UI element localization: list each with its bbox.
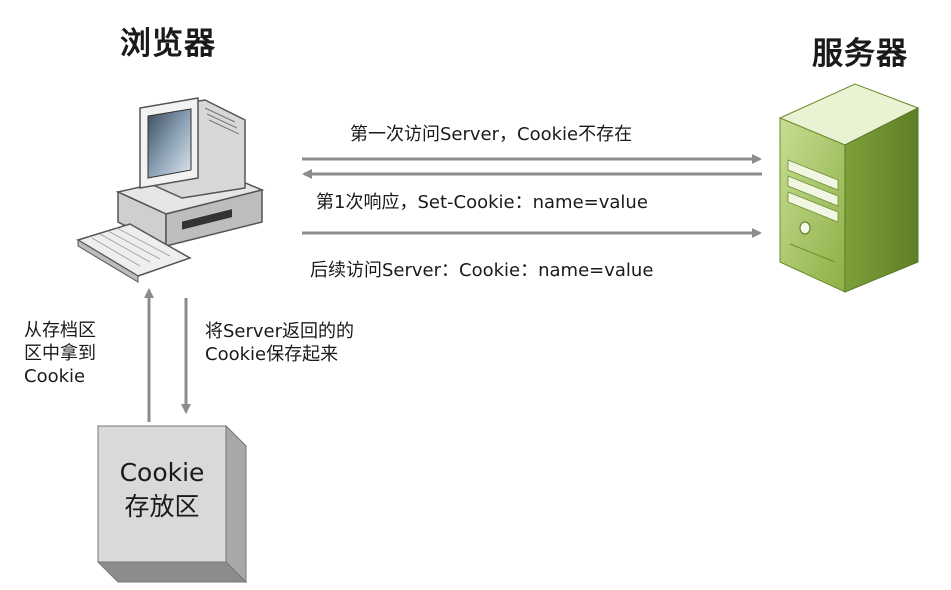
box-line-2: 存放区 [124, 492, 200, 521]
save-line-2: Cookie保存起来 [205, 344, 339, 365]
first-response-label: 第1次响应，Set-Cookie：name=value [316, 192, 648, 213]
server-tower-icon [778, 83, 920, 293]
later-request-label: 后续访问Server：Cookie：name=value [310, 260, 654, 281]
cookie-storage-box [96, 424, 248, 584]
first-request-label: 第一次访问Server，Cookie不存在 [350, 124, 633, 145]
read-line-3: Cookie [24, 366, 86, 387]
cookie-box-label: Cookie 存放区 [98, 456, 226, 524]
read-line-1: 从存档区 [24, 320, 96, 341]
read-line-2: 区中拿到 [24, 343, 96, 364]
read-cookie-label: 从存档区 区中拿到 Cookie [24, 319, 96, 388]
save-cookie-label: 将Server返回的的 Cookie保存起来 [205, 320, 354, 366]
box-line-1: Cookie [119, 458, 205, 487]
save-line-1: 将Server返回的的 [205, 321, 355, 342]
server-title: 服务器 [812, 36, 908, 72]
browser-title: 浏览器 [120, 26, 216, 62]
desktop-computer-icon [76, 97, 265, 283]
